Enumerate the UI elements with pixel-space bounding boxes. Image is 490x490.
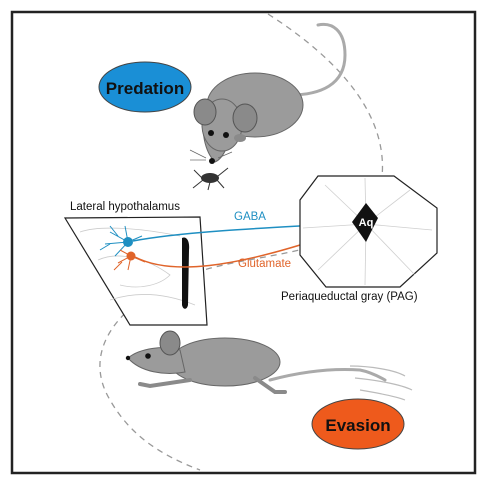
predation-label: Predation [106, 79, 184, 98]
dashed-separator-curve [99, 13, 384, 471]
neuron-icon [99, 225, 146, 271]
lateral-hypothalamus-section [63, 216, 208, 326]
evasion-badge: Evasion [311, 398, 405, 450]
pag-section: Aq [299, 175, 438, 288]
glutamate-label: Glutamate [238, 258, 291, 270]
cricket-icon [192, 167, 229, 191]
aq-label: Aq [359, 217, 374, 229]
evasion-label: Evasion [325, 416, 390, 435]
predation-badge: Predation [98, 61, 192, 113]
gaba-label: GABA [234, 211, 266, 223]
pag-label: Periaqueductal gray (PAG) [281, 291, 418, 303]
mouse-predator-icon [189, 22, 347, 164]
lateral-hypothalamus-label: Lateral hypothalamus [70, 201, 180, 213]
mouse-running-icon [125, 330, 413, 401]
